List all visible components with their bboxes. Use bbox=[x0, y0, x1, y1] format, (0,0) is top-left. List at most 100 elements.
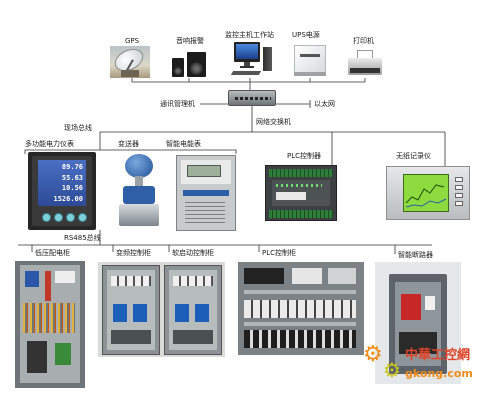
recorder-button bbox=[455, 185, 463, 190]
power-meter-label: 多功能电力仪表 bbox=[25, 140, 74, 148]
ups-label: UPS电源 bbox=[292, 31, 320, 39]
ethernet-line bbox=[276, 100, 311, 108]
inverter-icon bbox=[113, 304, 127, 322]
monitor-base bbox=[240, 66, 254, 68]
vfd-soft-starter-cabinets bbox=[98, 262, 225, 357]
energy-meter-label: 智能电能表 bbox=[166, 140, 201, 148]
monitor-screen bbox=[236, 44, 258, 59]
cabinet-component bbox=[45, 271, 51, 301]
breaker-row bbox=[244, 300, 356, 318]
recorder-button bbox=[455, 201, 463, 206]
transmitter-body bbox=[123, 186, 155, 204]
recorder-trend bbox=[405, 184, 447, 208]
printer-tray bbox=[350, 68, 380, 73]
switch-label: 网络交换机 bbox=[256, 118, 291, 126]
wire-duct bbox=[244, 290, 356, 294]
cabinet-component bbox=[328, 268, 356, 284]
energy-meter-lcd bbox=[187, 165, 221, 177]
soft-starter-icon bbox=[175, 304, 189, 322]
cabinet-label: PLC控制柜 bbox=[262, 249, 297, 257]
cabinet-label: 软启动控制柜 bbox=[172, 249, 214, 257]
pc-tower-icon bbox=[263, 47, 272, 71]
meter-button bbox=[54, 213, 63, 222]
cabinet-component bbox=[55, 343, 71, 365]
transmitter-head bbox=[125, 154, 153, 178]
instrument-bracket-line bbox=[24, 149, 237, 154]
distribution-cabinet-icon bbox=[15, 261, 85, 388]
printer-device bbox=[346, 50, 384, 78]
plc-icon bbox=[265, 165, 337, 221]
transmitter-label: 变送器 bbox=[118, 140, 139, 148]
cabinet-component bbox=[111, 330, 151, 344]
energy-meter-nameplate bbox=[185, 202, 225, 224]
wire-duct bbox=[244, 322, 356, 326]
meter-reading: 55.63 bbox=[61, 173, 83, 182]
breaker-row bbox=[111, 276, 151, 286]
meter-screen: 89.76 55.63 10.56 1526.00 bbox=[38, 160, 86, 206]
network-switch-icon bbox=[228, 90, 276, 106]
monitor-stand bbox=[244, 62, 250, 66]
plc-label: PLC控制器 bbox=[287, 152, 322, 160]
gear-icon: ⚙ bbox=[383, 358, 401, 382]
gear-icon: ⚙ bbox=[363, 342, 383, 367]
cabinet-label: 智能断路器 bbox=[398, 251, 433, 259]
cabinet-drop-lines bbox=[31, 245, 396, 254]
breaker-row bbox=[173, 276, 213, 286]
plc-leds bbox=[276, 184, 322, 187]
plc-tag bbox=[276, 192, 306, 200]
subwoofer-icon bbox=[187, 52, 206, 77]
meter-reading: 10.56 bbox=[61, 184, 83, 192]
speaker-cone bbox=[174, 67, 182, 75]
rs485-bus-label: RS485总线 bbox=[64, 234, 101, 242]
comm-manager-label: 通讯管理机 bbox=[160, 100, 195, 108]
cabinet-component bbox=[27, 341, 47, 373]
power-meter-icon: 89.76 55.63 10.56 1526.00 bbox=[28, 152, 96, 230]
breaker-handle-area bbox=[399, 332, 437, 354]
workstation-device bbox=[228, 42, 273, 78]
breaker-trip-unit bbox=[401, 294, 421, 320]
meter-button bbox=[78, 213, 87, 222]
workstation-label: 监控主机工作站 bbox=[225, 31, 274, 39]
recorder-screen bbox=[403, 174, 449, 212]
cabinet-wiring bbox=[23, 303, 75, 333]
plc-module bbox=[244, 268, 284, 284]
plc-cabinet-icon bbox=[238, 262, 364, 355]
power-supply bbox=[292, 268, 322, 284]
gps-device bbox=[110, 46, 150, 78]
recorder-label: 无纸记录仪 bbox=[396, 152, 431, 160]
speaker-device bbox=[170, 50, 208, 78]
breaker-button bbox=[425, 296, 435, 310]
field-bus-label: 现场总线 bbox=[64, 124, 92, 132]
cabinet-component bbox=[173, 330, 213, 344]
cabinet-component bbox=[25, 271, 39, 287]
speaker-icon bbox=[172, 58, 184, 77]
inverter-icon bbox=[133, 304, 147, 322]
vfd-cabinet-icon bbox=[102, 265, 160, 355]
ups-slot bbox=[300, 54, 320, 57]
plc-terminal-top bbox=[269, 169, 333, 177]
cabinet-label: 变频控制柜 bbox=[116, 249, 151, 257]
pressure-transmitter-icon bbox=[117, 152, 161, 230]
energy-meter-icon bbox=[176, 155, 236, 231]
meter-reading: 89.76 bbox=[61, 163, 83, 171]
relay-row bbox=[244, 330, 356, 348]
soft-starter-cabinet-icon bbox=[164, 265, 222, 355]
meter-reading: 1526.00 bbox=[53, 194, 83, 203]
ups-base bbox=[294, 72, 326, 76]
gps-label: GPS bbox=[125, 37, 140, 45]
transmitter-neck bbox=[135, 176, 143, 186]
soft-starter-icon bbox=[195, 304, 209, 322]
ups-device bbox=[290, 42, 330, 78]
watermark-name: 中華工控網 bbox=[405, 348, 471, 363]
monitor-icon bbox=[234, 42, 260, 62]
plc-terminal-bottom bbox=[269, 210, 333, 218]
energy-meter-strip bbox=[183, 190, 229, 196]
ethernet-label: 以太网 bbox=[314, 100, 335, 108]
keyboard-icon bbox=[230, 71, 262, 75]
cabinet-component bbox=[55, 271, 75, 283]
recorder-button bbox=[455, 177, 463, 182]
watermark-domain: gkong.com bbox=[405, 367, 473, 380]
subwoofer-cone bbox=[190, 62, 203, 75]
